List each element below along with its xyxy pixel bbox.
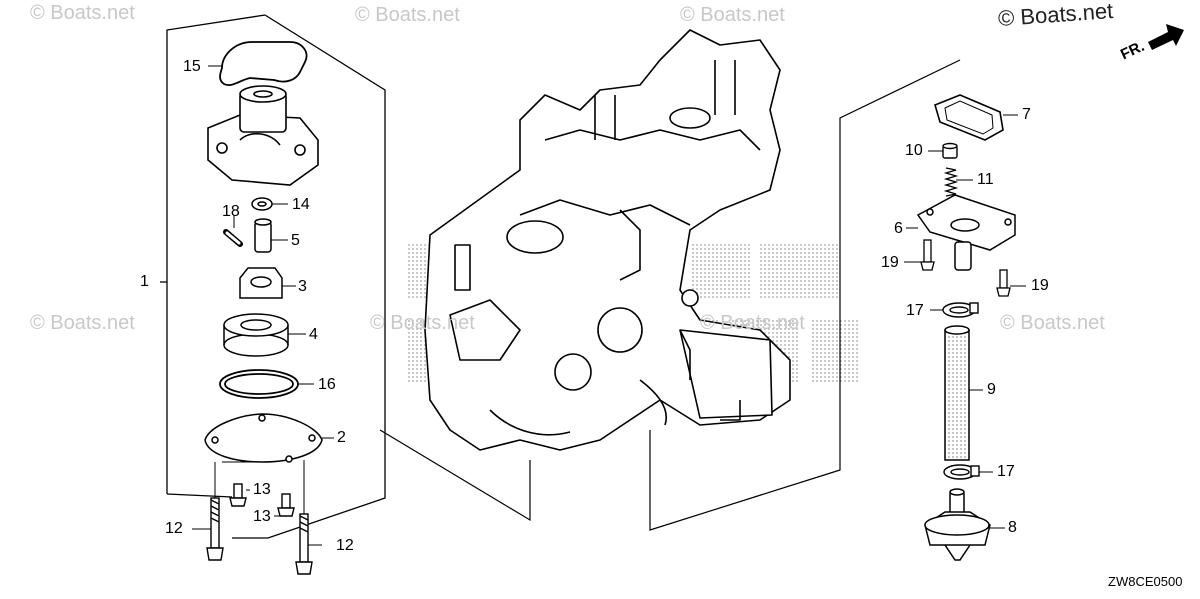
watermark: © Boats.net [355, 4, 460, 26]
callout-19-a: 19 [881, 254, 899, 271]
callout-9: 9 [987, 381, 996, 398]
callout-13-b: 13 [253, 508, 271, 525]
hose-9 [944, 325, 970, 461]
callout-14: 14 [292, 196, 310, 213]
hose-clip-17-a [942, 302, 979, 318]
gasket-7 [934, 94, 1004, 141]
thermostat-cover-6 [916, 194, 1016, 271]
callout-6: 6 [894, 220, 903, 237]
bolt-12-b [295, 513, 313, 575]
watermark: © Boats.net [30, 312, 135, 334]
callout-1: 1 [140, 273, 149, 290]
impeller-housing-3 [239, 267, 283, 299]
water-pump-body [207, 85, 319, 186]
impeller-4 [223, 313, 289, 357]
plate-2 [204, 413, 323, 463]
callout-8: 8 [1008, 519, 1017, 536]
bolt-13-a [229, 483, 247, 507]
spring-11 [943, 167, 959, 197]
callout-13-a: 13 [253, 481, 271, 498]
diagram-code: ZW8CE0500 [1108, 574, 1183, 589]
watermark: © Boats.net [1000, 312, 1105, 334]
o-ring-16 [219, 369, 299, 399]
bolt-19-b [996, 269, 1011, 297]
callout-2: 2 [337, 429, 346, 446]
seal-14 [251, 197, 273, 211]
engine-cylinder-block [424, 29, 791, 451]
callout-7: 7 [1022, 106, 1031, 123]
callout-18: 18 [222, 203, 240, 220]
callout-19-b: 19 [1031, 277, 1049, 294]
callout-5: 5 [291, 232, 300, 249]
hose-clip-17-b [943, 464, 980, 480]
callout-11: 11 [977, 171, 994, 188]
bolt-19-a [920, 239, 935, 271]
gasket-15 [219, 41, 308, 86]
engine-block-bracket [379, 59, 961, 531]
watermark: © Boats.net [30, 2, 135, 24]
callout-17-a: 17 [906, 302, 924, 319]
callout-3: 3 [298, 278, 307, 295]
cap-10 [942, 142, 958, 159]
callout-12-a: 12 [165, 520, 183, 537]
watermark: © Boats.net [370, 312, 475, 334]
callout-16: 16 [318, 376, 336, 393]
shaft-5 [254, 218, 272, 253]
pump-assembly-bracket [160, 14, 386, 539]
fitting-8 [924, 488, 991, 561]
bolt-13-b [277, 493, 295, 517]
callout-10: 10 [905, 142, 923, 159]
callout-17-b: 17 [997, 463, 1015, 480]
watermark: © Boats.net [680, 4, 785, 26]
callout-4: 4 [309, 326, 318, 343]
callout-12-b: 12 [336, 537, 354, 554]
watermark: © Boats.net [700, 312, 805, 334]
leader-lines-left [208, 65, 235, 228]
arrow-right-icon [1148, 24, 1184, 50]
callout-15: 15 [183, 58, 201, 75]
